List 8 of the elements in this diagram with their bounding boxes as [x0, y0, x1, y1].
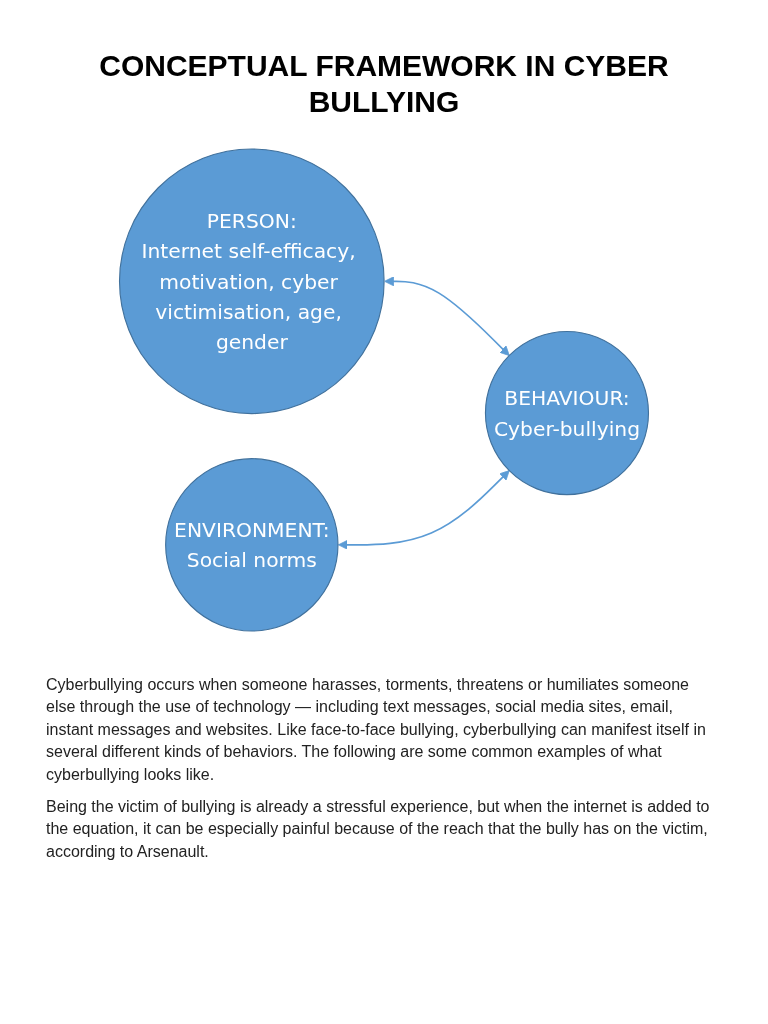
node-circle: ENVIRONMENT: Social norms — [165, 458, 339, 632]
paragraph: Being the victim of bullying is already a stressful experience, but when the internet is added to the equation, it can be especially painful because of the reach that the bully has on the victim, according to Arsenault. — [46, 796, 711, 862]
title: CONCEPTUAL FRAMEWORK IN CYBER BULLYING — [98, 48, 670, 120]
arrow — [338, 470, 510, 550]
node-circle: BEHAVIOUR: Cyber-bullying — [484, 331, 650, 496]
node-circle: PERSON: Internet self-efficacy, motivation, cyber victimisation, age, gender — [118, 148, 385, 415]
arrow — [384, 276, 510, 356]
paragraph: Cyberbullying occurs when someone harasses, torments, threatens or humiliates someone else through the use of technology — including text messages, social media sites, email, instant messages and websites. Like face-to-face bullying, cyberbullying can manifest itself in several different kinds of behaviors. The following are some common examples of what cyberbullying looks like. — [46, 675, 707, 785]
